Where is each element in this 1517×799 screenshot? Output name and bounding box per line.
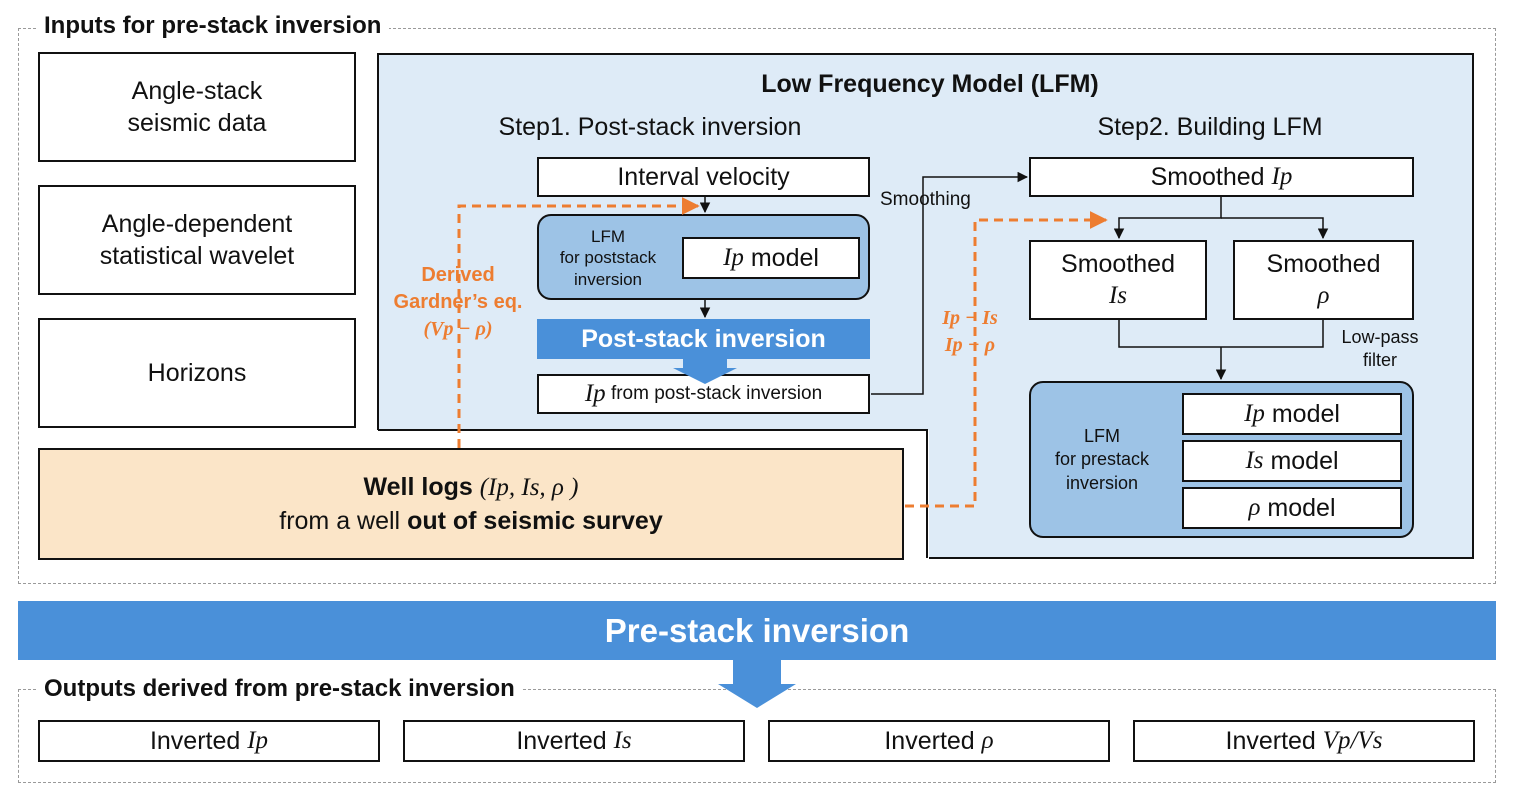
lfm-prestack-line1: LFM (1084, 425, 1120, 446)
output-inverted-ip: Inverted Ip (38, 720, 380, 762)
output-is-prefix: Inverted (516, 726, 614, 755)
input-angle-dependent-wavelet: Angle-dependent statistical wavelet (38, 185, 356, 295)
lowpass-filter-label: Low-pass filter (1325, 326, 1435, 373)
prestack-rho-symbol: ρ (1248, 494, 1261, 521)
ip-model-poststack-box: Ip model (682, 237, 860, 279)
ip-model-suffix: model (743, 243, 819, 272)
input-angle-stack-line1: Angle-stack (131, 76, 263, 105)
inputs-section-frame (18, 28, 1496, 584)
output-ip-symbol: Ip (247, 727, 269, 754)
smoothed-is-prefix: Smoothed (1061, 249, 1175, 278)
ip-is-line: Ip − Is (942, 307, 998, 329)
well-logs-math: (Ip, Is, ρ ) (479, 474, 579, 501)
lfm-prestack-line2: for prestack (1054, 449, 1150, 470)
ip-result-symbol: Ip (584, 380, 606, 407)
ip-is-rho-label: Ip − Is Ip − ρ (920, 305, 1020, 359)
gardner-line1: Derived (421, 264, 495, 286)
output-inverted-vpvs: Inverted Vp/Vs (1133, 720, 1475, 762)
lfm-prestack-line3: inversion (1065, 472, 1139, 493)
lowpass-line2: filter (1362, 350, 1397, 371)
well-logs-box: Well logs (Ip, Is, ρ ) from a well out o… (38, 448, 904, 560)
smoothed-is-box: Smoothed Is (1029, 240, 1207, 320)
smoothed-rho-prefix: Smoothed (1266, 249, 1381, 278)
well-logs-bold: Well logs (363, 473, 473, 501)
prestack-is-symbol: Is (1245, 447, 1264, 474)
lfm-prestack-label: LFM for prestack inversion (1034, 400, 1170, 520)
smoothed-rho-box: Smoothed ρ (1233, 240, 1414, 320)
well-logs-line2: from a well out of seismic survey (279, 505, 662, 538)
lfm-poststack-line1: LFM (591, 227, 625, 247)
interval-velocity-box: Interval velocity (537, 157, 870, 197)
prestack-ip-model-box: Ip model (1182, 393, 1402, 435)
smoothed-ip-prefix: Smoothed (1150, 162, 1272, 191)
gardner-equation-label: Derived Gardner’s eq. (Vp − ρ) (388, 262, 528, 343)
input-angle-stack-line2: seismic data (127, 109, 267, 137)
step1-title: Step1. Post-stack inversion (498, 112, 802, 141)
output-inverted-rho: Inverted ρ (768, 720, 1110, 762)
output-vpvs-prefix: Inverted (1225, 726, 1323, 755)
input-horizons: Horizons (38, 318, 356, 428)
prestack-is-model-box: Is model (1182, 440, 1402, 482)
lowpass-line1: Low-pass (1341, 327, 1419, 347)
post-stack-inversion-bar: Post-stack inversion (537, 319, 870, 359)
smoothed-is-symbol: Is (1108, 282, 1128, 309)
inputs-section-title: Inputs for pre-stack inversion (36, 12, 390, 40)
smoothed-ip-symbol: Ip (1271, 163, 1293, 190)
output-ip-prefix: Inverted (149, 726, 248, 755)
post-stack-inversion-label: Post-stack inversion (581, 324, 826, 353)
outputs-section-title: Outputs derived from pre-stack inversion (36, 675, 523, 703)
smoothed-ip-box: Smoothed Ip (1029, 157, 1414, 197)
prestack-is-suffix: model (1263, 446, 1339, 475)
prestack-inversion-bar: Pre-stack inversion (18, 601, 1496, 660)
well-logs-line1: Well logs (Ip, Is, ρ ) (363, 471, 578, 505)
ip-result-suffix: from post-stack inversion (605, 383, 823, 404)
output-inverted-is: Inverted Is (403, 720, 745, 762)
input-horizons-label: Horizons (147, 358, 247, 387)
prestack-ip-symbol: Ip (1244, 400, 1265, 427)
lfm-poststack-line2: for poststack (559, 248, 657, 268)
gardner-line2: Gardner’s eq. (393, 291, 523, 313)
ip-model-symbol: Ip (723, 244, 744, 271)
input-wavelet-line2: statistical wavelet (99, 242, 295, 270)
well-logs-line2-bold: out of seismic survey (407, 506, 663, 535)
output-is-symbol: Is (613, 727, 632, 754)
prestack-rho-suffix: model (1260, 493, 1336, 522)
prestack-rho-model-box: ρ model (1182, 487, 1402, 529)
step2-title: Step2. Building LFM (1097, 112, 1323, 141)
output-vpvs-symbol: Vp/Vs (1322, 727, 1383, 754)
lfm-poststack-line3: inversion (573, 269, 643, 289)
interval-velocity-label: Interval velocity (617, 162, 790, 191)
output-rho-symbol: ρ (981, 727, 994, 754)
smoothed-rho-symbol: ρ (1317, 282, 1330, 309)
lfm-poststack-label: LFM for poststack inversion (540, 218, 676, 298)
ip-rho-line: Ip − ρ (944, 334, 996, 356)
lfm-title: Low Frequency Model (LFM) (761, 69, 1099, 98)
input-angle-stack-seismic: Angle-stack seismic data (38, 52, 356, 162)
prestack-inversion-label: Pre-stack inversion (604, 611, 910, 649)
smoothing-label: Smoothing (880, 189, 971, 210)
output-rho-prefix: Inverted (884, 726, 982, 755)
well-logs-line2-prefix: from a well (279, 506, 401, 535)
ip-from-poststack-box: Ip from post-stack inversion (537, 374, 870, 414)
prestack-ip-suffix: model (1264, 399, 1340, 428)
gardner-line3: (Vp − ρ) (423, 318, 493, 340)
input-wavelet-line1: Angle-dependent (101, 209, 293, 238)
